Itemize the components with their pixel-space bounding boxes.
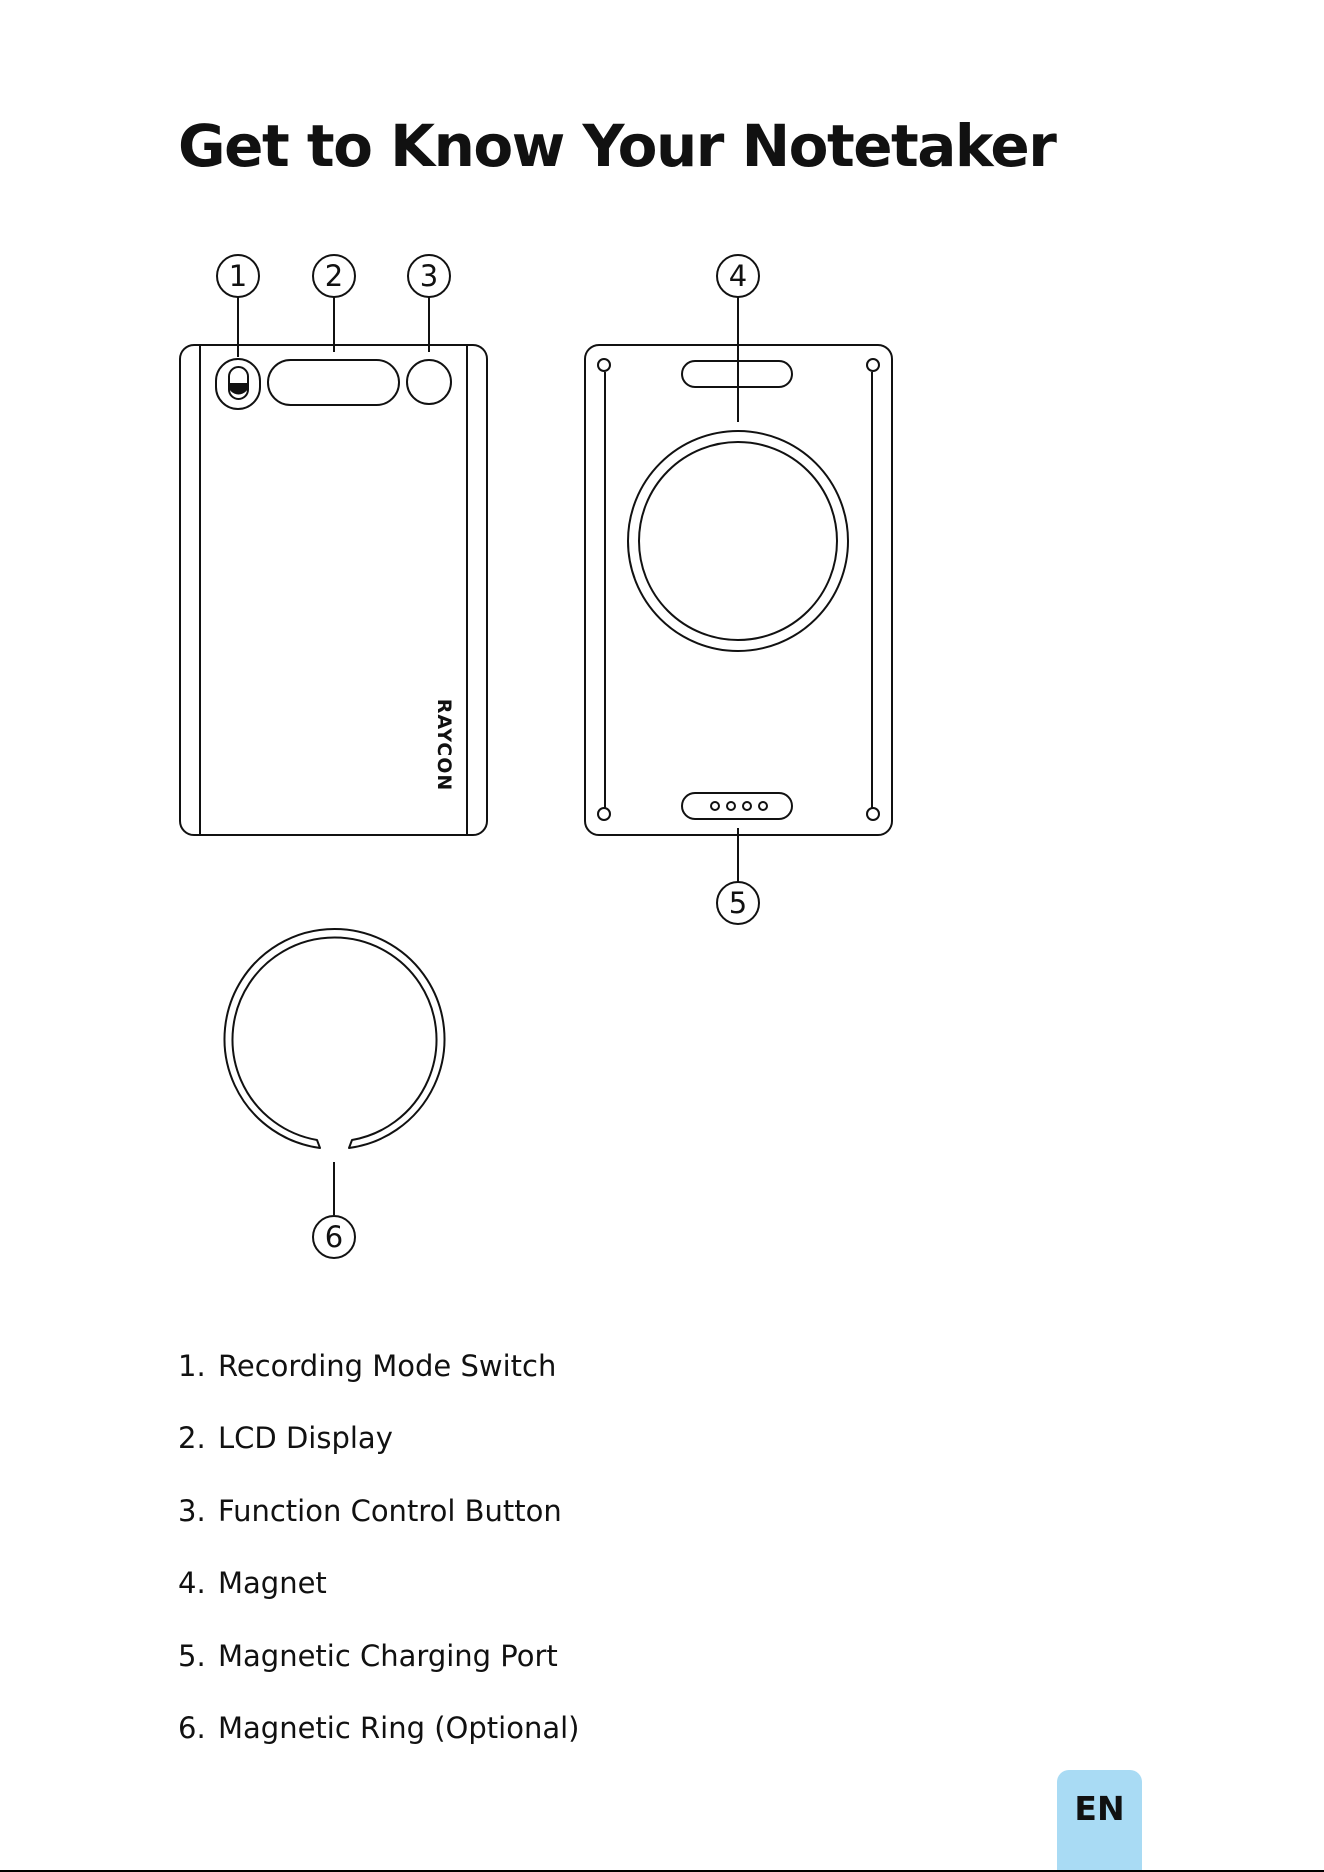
list-item-number: 1. [178,1346,218,1386]
list-item-number: 4. [178,1563,218,1603]
list-item-number: 2. [178,1418,218,1458]
list-item-label: LCD Display [218,1421,393,1455]
language-tab: EN [1057,1770,1142,1872]
function-control-button [407,360,451,404]
list-item-number: 6. [178,1708,218,1748]
magnetic-ring [224,929,444,1148]
list-item-label: Magnet [218,1566,327,1600]
list-item-label: Magnetic Ring (Optional) [218,1711,579,1745]
magnet-outer-ring [628,431,848,651]
callout-5: 5 [717,882,759,924]
magnetic-ring-view [224,929,444,1215]
screw-top-right [867,359,879,371]
screw-top-left [598,359,610,371]
list-item: 3.Function Control Button [178,1491,579,1563]
callout-6-number: 6 [325,1220,343,1254]
list-item-number: 3. [178,1491,218,1531]
device-front-view: RAYCON [180,295,487,835]
callout-6: 6 [313,1216,355,1258]
list-item-label: Magnetic Charging Port [218,1639,558,1673]
list-item: 1.Recording Mode Switch [178,1346,579,1418]
list-item-label: Recording Mode Switch [218,1349,556,1383]
charging-pin [727,802,735,810]
callout-1-number: 1 [229,259,247,293]
screw-bottom-left [598,808,610,820]
device-back-view [585,295,892,882]
switch-knob [229,384,248,394]
notetaker-diagram: RAYCON 1 [0,0,1324,1300]
parts-list: 1.Recording Mode Switch 2.LCD Display 3.… [178,1346,579,1780]
list-item-label: Function Control Button [218,1494,562,1528]
list-item-number: 5. [178,1636,218,1676]
lcd-display [268,360,399,405]
callout-1: 1 [217,255,259,297]
callout-2-number: 2 [325,259,343,293]
list-item: 4.Magnet [178,1563,579,1635]
brand-text: RAYCON [433,699,455,792]
charging-pin [759,802,767,810]
charging-pin [743,802,751,810]
callout-2: 2 [313,255,355,297]
list-item: 2.LCD Display [178,1418,579,1490]
callout-3-number: 3 [420,259,438,293]
list-item: 6.Magnetic Ring (Optional) [178,1708,579,1780]
screw-bottom-right [867,808,879,820]
callout-4-number: 4 [729,259,747,293]
callout-5-number: 5 [729,886,747,920]
list-item: 5.Magnetic Charging Port [178,1636,579,1708]
callout-4: 4 [717,255,759,297]
charging-pin [711,802,719,810]
callout-3: 3 [408,255,450,297]
magnetic-charging-port [682,793,792,819]
magnet-inner-ring [639,442,837,640]
